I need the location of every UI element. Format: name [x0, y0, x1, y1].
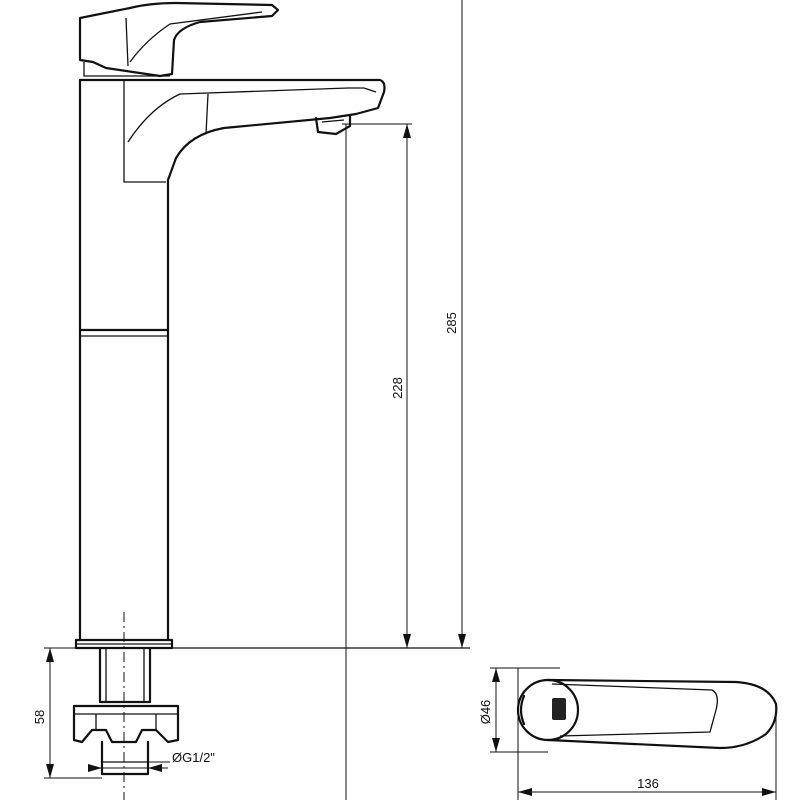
- dimension-thread-length: 58: [32, 647, 102, 779]
- dimension-label-228: 228: [390, 377, 405, 399]
- dimension-label-thread: ØG1/2": [172, 750, 215, 765]
- dimension-total-height: 285: [444, 0, 466, 648]
- faucet-side-view: [72, 1, 470, 800]
- brand-logo-icon: [552, 698, 566, 720]
- dimension-label-46: Ø46: [478, 700, 493, 725]
- dimension-handle-length: 136: [518, 776, 776, 796]
- dimension-spout-height: 228: [342, 123, 412, 800]
- dimension-label-285: 285: [444, 312, 459, 334]
- dimension-label-136: 136: [637, 776, 659, 791]
- dimension-label-58: 58: [32, 710, 47, 724]
- threaded-connector: [72, 612, 180, 800]
- spout: [78, 78, 386, 340]
- lever-top-view: [516, 668, 778, 800]
- dimension-base-diameter: Ø46: [478, 667, 560, 753]
- dimension-thread-size: ØG1/2": [88, 750, 215, 772]
- lever-handle: [78, 1, 280, 78]
